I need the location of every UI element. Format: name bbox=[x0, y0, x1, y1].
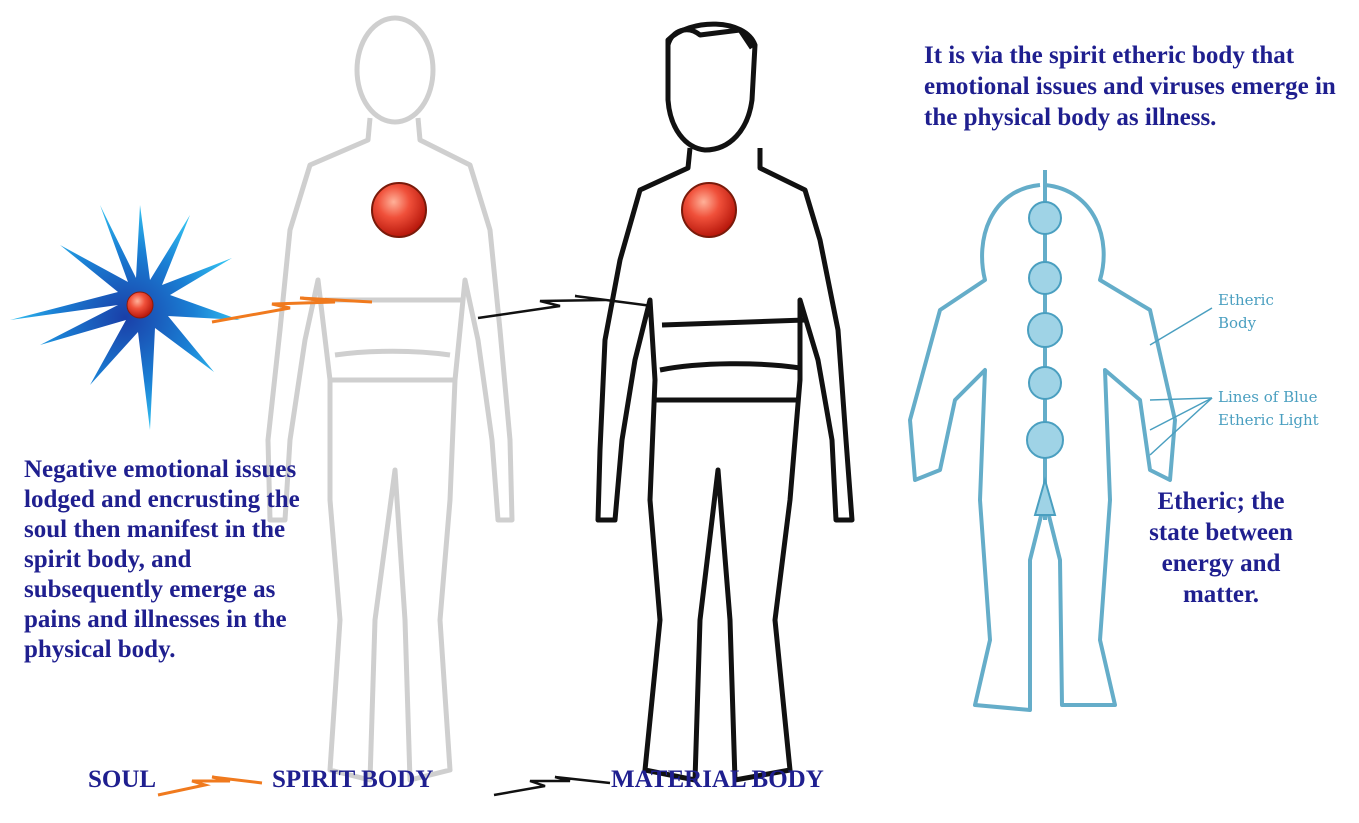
material-body-figure bbox=[598, 24, 852, 780]
etheric-body-label: Etheric Body bbox=[1218, 289, 1298, 335]
soul-starburst bbox=[10, 205, 240, 430]
spirit-heart-orb-icon bbox=[372, 183, 426, 237]
soul-description: Negative emotional issues lodged and enc… bbox=[24, 455, 324, 665]
lightning-bolt-icon bbox=[478, 296, 652, 318]
etheric-intro-text: It is via the spirit etheric body that e… bbox=[924, 40, 1344, 133]
lightning-bolt-icon bbox=[494, 777, 610, 795]
etheric-definition: Etheric; the state between energy and ma… bbox=[1140, 486, 1302, 610]
soul-label: SOUL bbox=[88, 765, 156, 795]
lightning-bolt-icon bbox=[158, 777, 262, 795]
spirit-body-label: SPIRIT BODY bbox=[272, 765, 433, 795]
starburst-icon bbox=[10, 205, 240, 430]
annotation-lines bbox=[1150, 308, 1212, 455]
spirit-body-figure bbox=[268, 18, 512, 780]
blue-lines-label: Lines of Blue Etheric Light bbox=[1218, 386, 1328, 432]
soul-orb-icon bbox=[127, 292, 153, 318]
material-heart-orb-icon bbox=[682, 183, 736, 237]
material-body-label: MATERIAL BODY bbox=[611, 765, 824, 795]
lightning-bolt-icon bbox=[212, 298, 372, 322]
